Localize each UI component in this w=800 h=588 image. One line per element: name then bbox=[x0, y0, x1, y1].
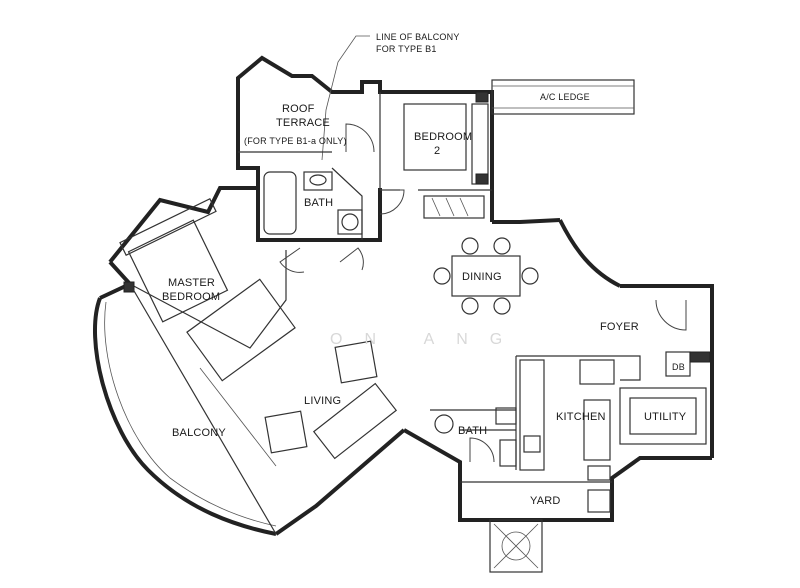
bedroom-2-line-2: 2 bbox=[434, 145, 440, 157]
ac-ledge-label: A/C LEDGE bbox=[540, 92, 590, 102]
outer-walls bbox=[92, 55, 714, 536]
yard-label: YARD bbox=[530, 495, 561, 507]
bedroom-2-line-1: BEDROOM bbox=[414, 131, 472, 143]
bath-bottom-label: BATH bbox=[458, 425, 487, 437]
utility-label: UTILITY bbox=[644, 411, 687, 423]
kitchen: KITCHEN bbox=[515, 355, 641, 481]
utility: UTILITY bbox=[619, 387, 707, 445]
dining: DINING bbox=[433, 237, 539, 315]
bath-top: BATH bbox=[263, 167, 363, 240]
balcony: BALCONY bbox=[104, 283, 277, 535]
roof-terrace-line-3: (FOR TYPE B1-a ONLY) bbox=[244, 136, 347, 146]
ac-ledge: A/C LEDGE bbox=[491, 79, 635, 115]
bath-top-label: BATH bbox=[304, 197, 333, 209]
kitchen-label: KITCHEN bbox=[556, 411, 606, 423]
annotation-line-1: LINE OF BALCONY bbox=[376, 32, 460, 42]
living-label: LIVING bbox=[304, 395, 341, 407]
bedroom-2: BEDROOM 2 bbox=[379, 91, 492, 219]
living: LIVING bbox=[199, 340, 398, 467]
yard: YARD bbox=[460, 481, 612, 573]
bath-bottom: BATH bbox=[430, 407, 517, 467]
roof-terrace: ROOF TERRACE (FOR TYPE B1-a ONLY) bbox=[238, 103, 375, 153]
roof-terrace-line-2: TERRACE bbox=[276, 117, 330, 129]
foyer: FOYER DB bbox=[600, 299, 711, 377]
annotation-line-2: FOR TYPE B1 bbox=[376, 44, 437, 54]
master-bedroom-line-2: BEDROOM bbox=[162, 291, 220, 303]
db-label: DB bbox=[672, 362, 685, 372]
balcony-annotation: LINE OF BALCONY FOR TYPE B1 bbox=[321, 32, 460, 161]
master-bedroom-line-1: MASTER bbox=[168, 277, 215, 289]
foyer-label: FOYER bbox=[600, 321, 639, 333]
watermark: ON ANG bbox=[330, 331, 524, 348]
dining-label: DINING bbox=[462, 271, 502, 283]
balcony-label: BALCONY bbox=[172, 427, 226, 439]
master-bedroom: MASTER BEDROOM bbox=[119, 197, 364, 382]
roof-terrace-line-1: ROOF bbox=[282, 103, 315, 115]
